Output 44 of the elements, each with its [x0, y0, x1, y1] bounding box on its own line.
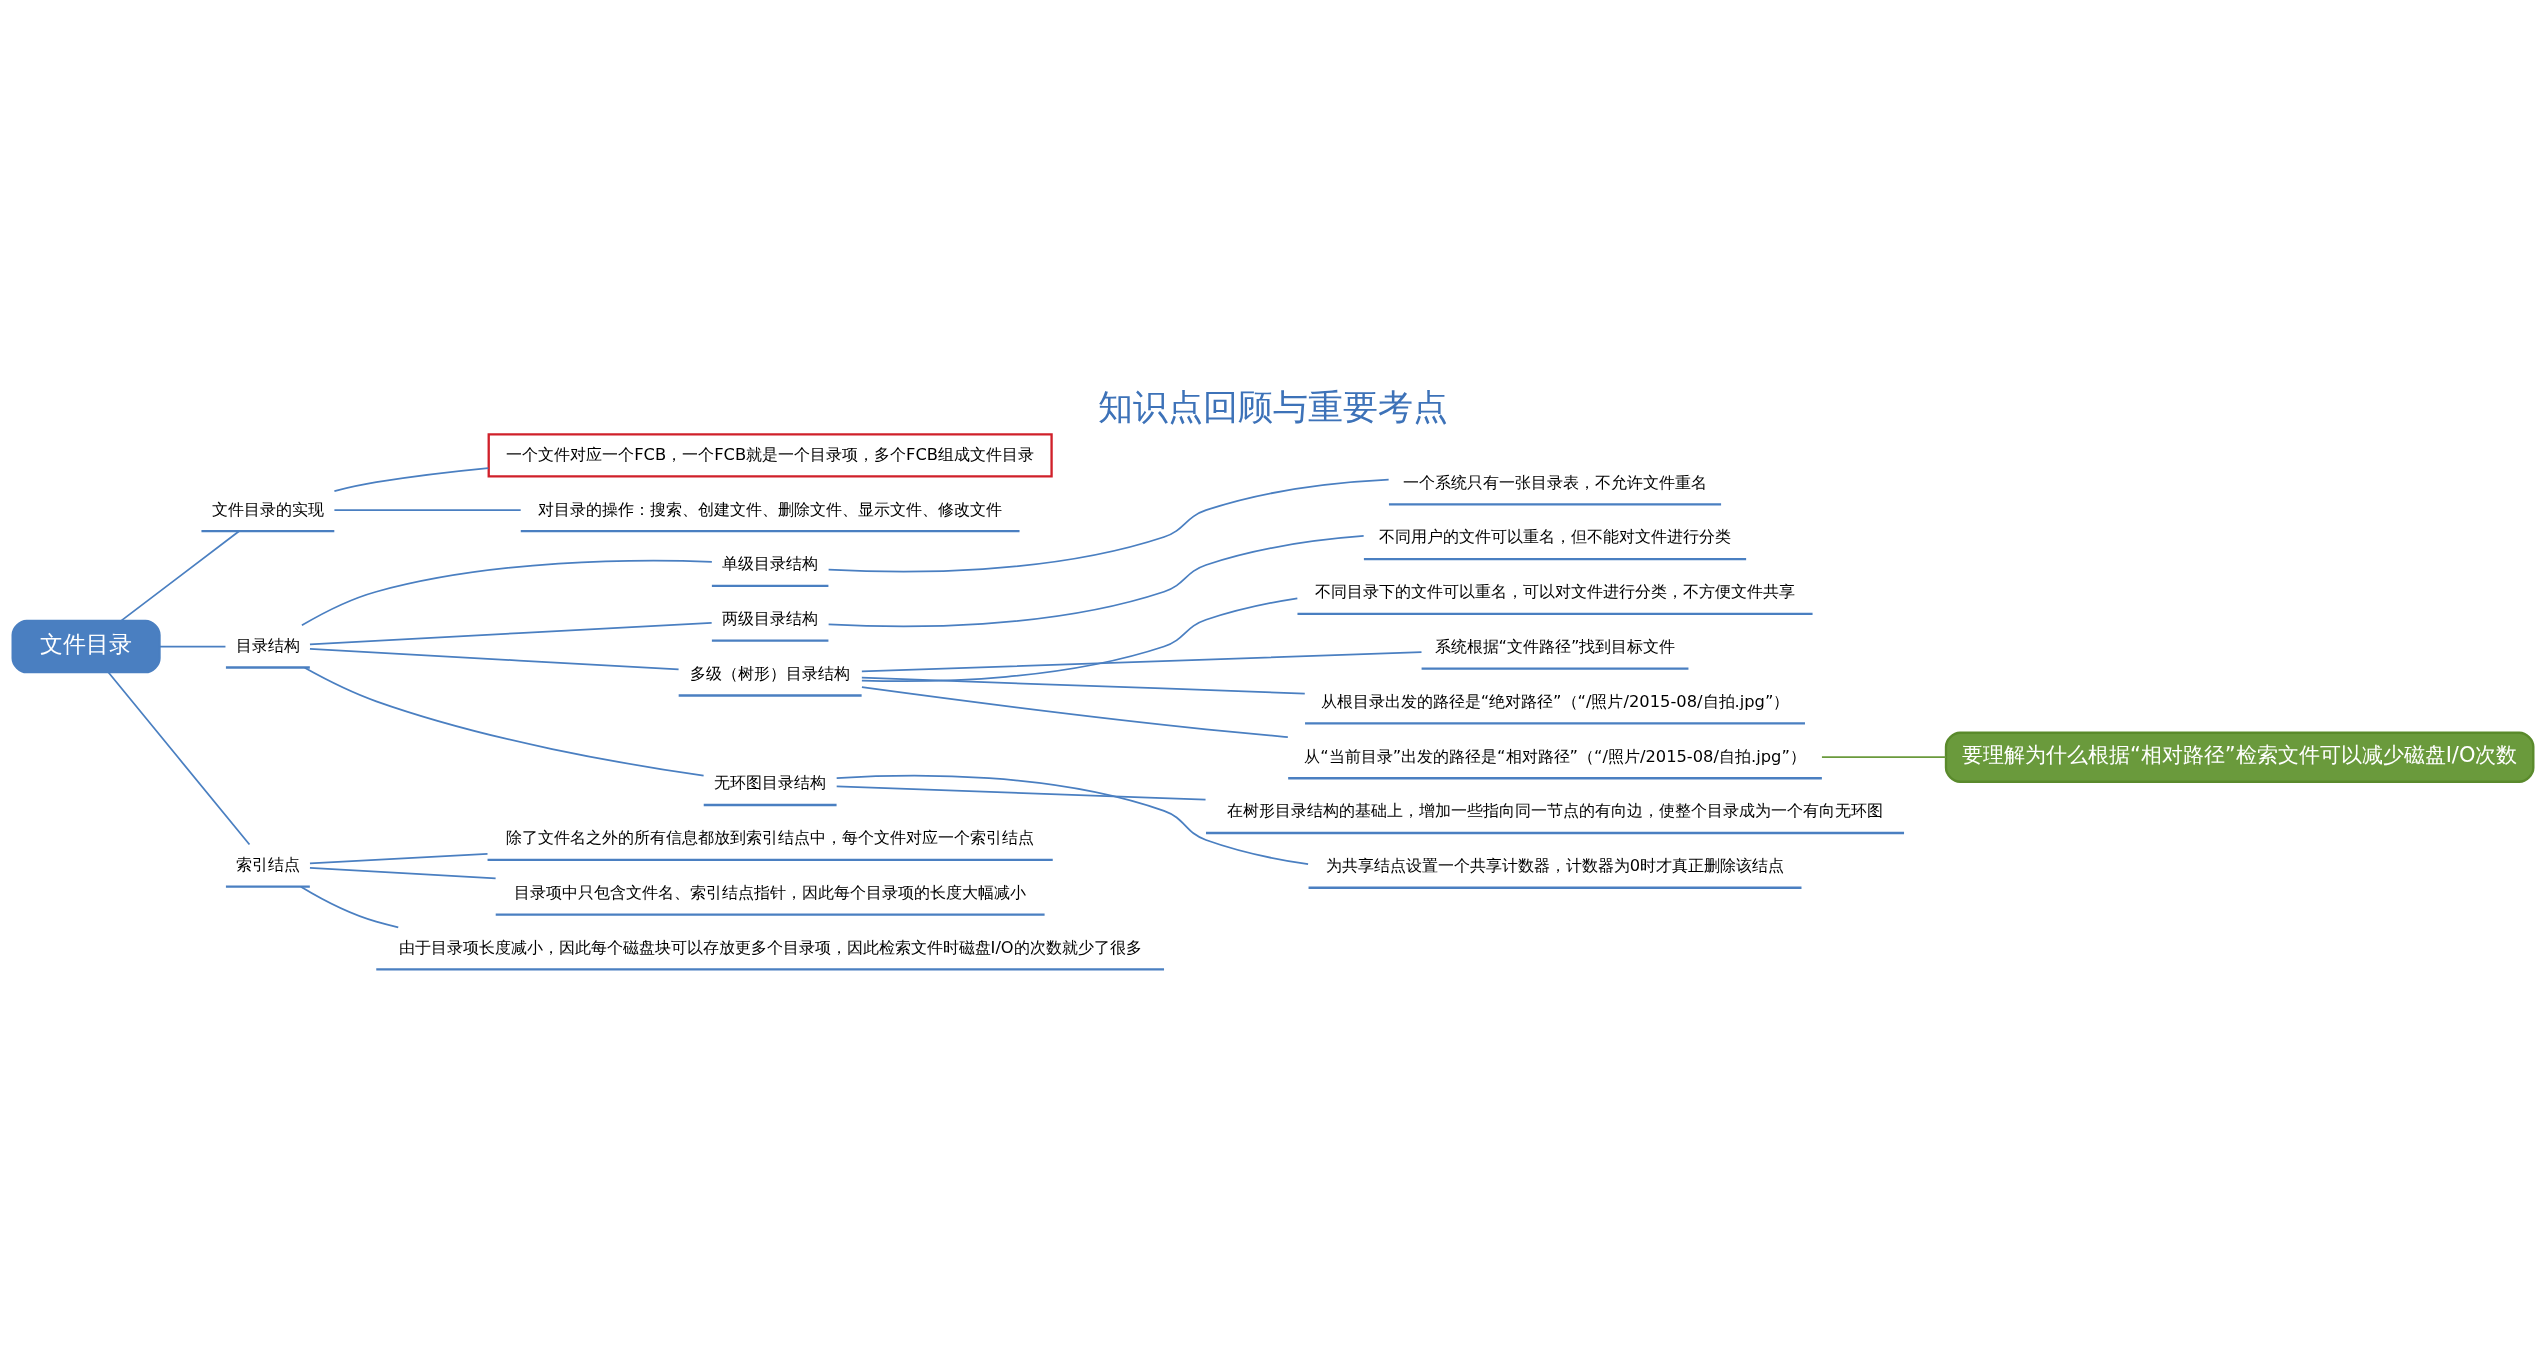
connector — [835, 785, 1207, 801]
node-text: 不同目录下的文件可以重名，可以对文件进行分类，不方便文件共享 — [1315, 582, 1796, 602]
connector — [107, 671, 251, 846]
node-text: 从根目录出发的路径是“绝对路径”（“/照片/2015-08/自拍.jpg”） — [1320, 691, 1790, 711]
connector — [309, 853, 489, 865]
node-text: 一个系统只有一张目录表，不允许文件重名 — [1403, 472, 1708, 492]
connector — [860, 676, 1306, 695]
connector — [120, 530, 240, 622]
connector — [309, 647, 680, 671]
connector — [301, 559, 713, 627]
node-text: 索引结点 — [235, 854, 300, 874]
connector — [861, 686, 1289, 738]
node-text: 单级目录结构 — [722, 554, 819, 574]
diagram-title: 知识点回顾与重要考点 — [1098, 387, 1448, 428]
node-text: 多级（树形）目录结构 — [690, 663, 851, 683]
node-text: 目录结构 — [235, 635, 300, 655]
connector — [860, 651, 1423, 673]
connector — [1821, 756, 1947, 759]
connector — [861, 597, 1299, 683]
connector — [303, 666, 705, 777]
node-text: 文件目录的实现 — [211, 499, 324, 519]
node-box: 要理解为什么根据“相对路径”检索文件可以减少磁盘I/O次数 — [1944, 731, 2535, 783]
connector — [827, 478, 1390, 573]
node-text: 除了文件名之外的所有信息都放到索引结点中，每个文件对应一个索引结点 — [506, 828, 1035, 848]
node-box: 一个文件对应一个FCB，一个FCB就是一个目录项，多个FCB组成文件目录 — [487, 433, 1053, 478]
node-text: 由于目录项长度减小，因此每个磁盘块可以存放更多个目录项，因此检索文件时磁盘I/O的次数就少了很多 — [398, 937, 1142, 957]
connector — [835, 774, 1309, 866]
node-text: 在树形目录结构的基础上，增加一些指向同一节点的有向边，使整个目录成为一个有向无环图 — [1227, 801, 1884, 821]
node-text: 不同用户的文件可以重名，但不能对文件进行分类 — [1379, 527, 1732, 547]
connector — [333, 467, 490, 492]
connector — [333, 509, 522, 512]
connector — [309, 621, 713, 646]
node-text: 目录项中只包含文件名、索引结点指针，因此每个目录项的长度大幅减小 — [514, 882, 1027, 902]
node-box: 文件目录 — [11, 619, 161, 674]
node-text: 从“当前目录”出发的路径是“相对路径”（“/照片/2015-08/自拍.jpg”） — [1304, 746, 1806, 766]
connector — [158, 645, 227, 648]
connector — [309, 867, 497, 880]
node-text: 两级目录结构 — [722, 609, 819, 629]
connector — [300, 885, 400, 929]
connector — [827, 535, 1365, 628]
node-text: 为共享结点设置一个共享计数器，计数器为0时才真正删除该结点 — [1325, 856, 1785, 876]
node-text: 系统根据“文件路径”找到目标文件 — [1434, 637, 1676, 657]
node-text: 对目录的操作：搜索、创建文件、删除文件、显示文件、修改文件 — [538, 499, 1003, 519]
node-text: 无环图目录结构 — [714, 773, 827, 793]
